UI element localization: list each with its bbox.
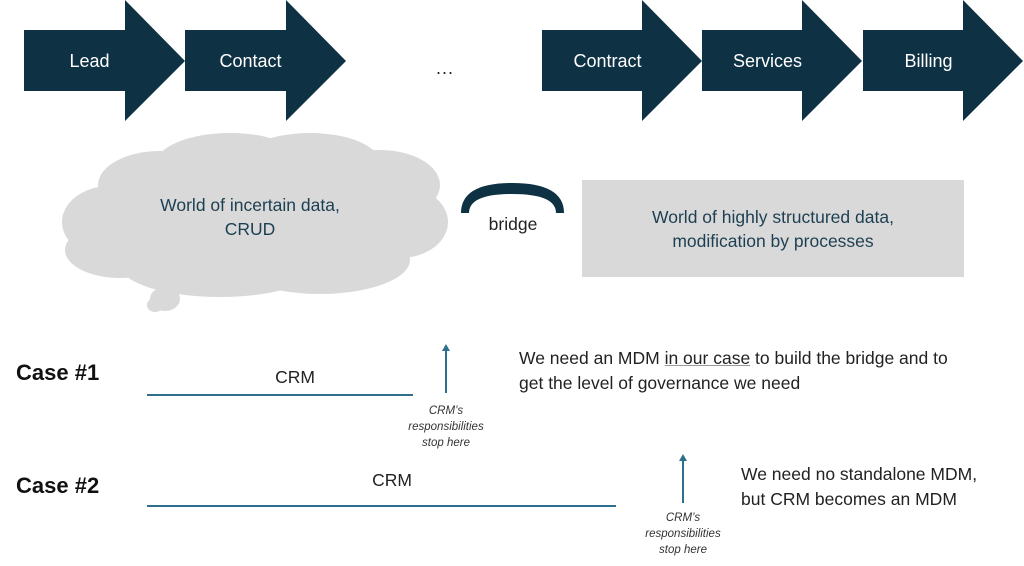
case1-statement: We need an MDM in our case to build the … [519,346,948,396]
case2-boundary-note: CRM’s responsibilities stop here [628,510,738,558]
process-ellipsis: ... [436,58,455,78]
case1-note-line3: stop here [422,437,470,449]
case2-statement-line2: but CRM becomes an MDM [741,489,957,509]
uncertain-data-line1: World of incertain data, [160,195,340,215]
bridge-label: bridge [488,214,538,234]
structured-data-line2: modification by processes [672,231,874,251]
process-arrow-services [702,0,862,121]
uncertain-data-text: World of incertain data, CRUD [120,193,380,241]
case2-boundary-arrowhead-icon [679,454,687,461]
case1-label: Case #1 [16,360,100,385]
case1-boundary-note: CRM’s responsibilities stop here [391,403,501,451]
case2-statement: We need no standalone MDM, but CRM becom… [741,462,977,512]
structured-data-box [582,180,964,277]
process-arrow-lead [24,0,185,121]
case1-statement-end: to build the bridge and to [750,348,948,368]
structured-data-text: World of highly structured data, modific… [582,205,964,253]
uncertain-data-line2: CRUD [224,219,276,239]
process-arrow-contact [185,0,346,121]
case2-note-line3: stop here [659,544,707,556]
case1-note-line1: CRM’s [428,405,464,417]
case2-label: Case #2 [16,473,100,498]
case2-note-line2: responsibilities [645,528,721,540]
case1-crm-label: CRM [275,367,315,387]
structured-data-line1: World of highly structured data, [652,207,894,227]
process-step-billing: Billing [904,51,953,71]
process-step-contract: Contract [573,51,642,71]
process-arrow-billing [863,0,1023,121]
process-step-contact: Contact [219,51,282,71]
case1-boundary-arrowhead-icon [442,344,450,351]
case1-statement-emphasis: in our case [664,348,751,368]
process-arrow-contract [542,0,702,121]
bridge-arc [461,183,564,213]
process-step-lead: Lead [69,51,110,71]
case1-statement-start: We need an MDM [519,348,665,368]
uncertain-data-cloud [62,133,448,312]
case1-note-line2: responsibilities [408,421,484,433]
case2-crm-label: CRM [372,470,412,490]
case2-note-line1: CRM’s [665,512,701,524]
case1-statement-line2: get the level of governance we need [519,373,801,393]
case2-statement-line1: We need no standalone MDM, [741,464,978,484]
process-step-services: Services [732,51,803,71]
